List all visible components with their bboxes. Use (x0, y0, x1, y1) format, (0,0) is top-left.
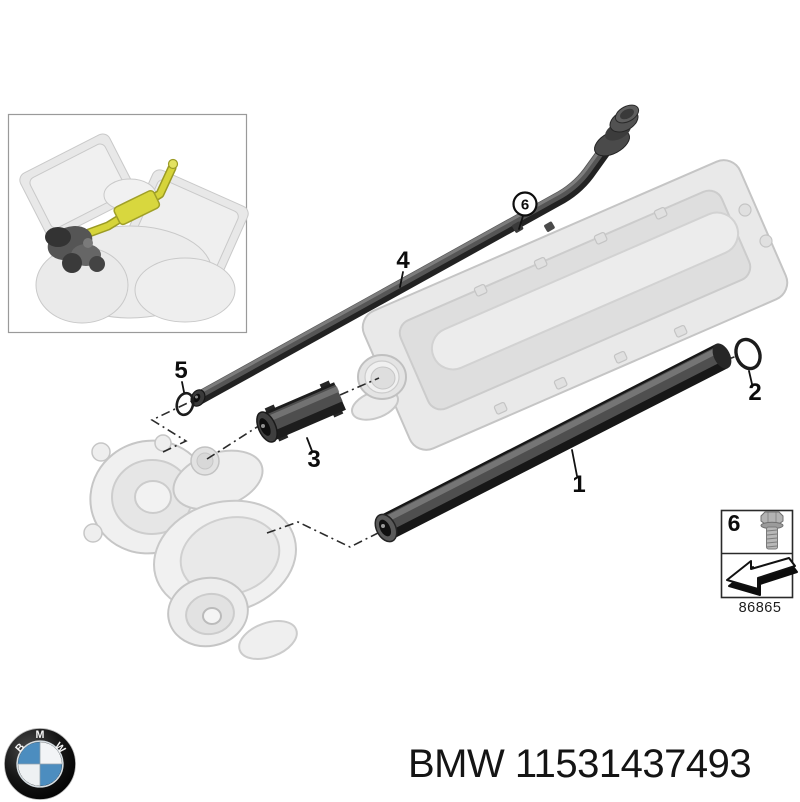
callout-5: 5 (174, 357, 188, 393)
callout-2-label: 2 (748, 379, 761, 406)
part-1-coolant-pipe (374, 343, 732, 543)
footer: B M W BMW 11531437493 (0, 724, 800, 800)
pipe-mounting-tab (544, 221, 555, 232)
callout-3-label: 3 (307, 446, 320, 473)
inset-water-pump (45, 226, 105, 273)
callout-4: 4 (396, 247, 410, 288)
legend-item-number: 6 (728, 510, 741, 536)
legend-box: 6 86865 (720, 509, 798, 616)
roundel-quadrant-blue (40, 764, 62, 786)
pan-inlet-port (351, 354, 407, 421)
engine-inset-thumbnail (7, 113, 249, 334)
callout-3: 3 (306, 437, 321, 473)
water-pump-ghost (83, 434, 298, 660)
callout-1-label: 1 (572, 471, 585, 498)
part-3-connector-sleeve (256, 380, 346, 443)
roundel-quadrant-white (18, 764, 40, 786)
bolt-icon (760, 511, 784, 550)
legend-diagram-code: 86865 (739, 600, 782, 616)
callout-5-label: 5 (174, 357, 187, 384)
valley-pan-ghost (351, 159, 789, 451)
part-number-title: BMW 11531437493 (408, 742, 752, 786)
bmw-logo: B M W (4, 728, 76, 800)
callouts: 1 2 3 4 5 6 (174, 191, 762, 498)
roundel-quadrant-white (40, 742, 62, 764)
pipe-connector-fitting (594, 104, 640, 157)
exploded-parts-diagram: 1 2 3 4 5 6 6 (7, 104, 798, 660)
part-5-o-ring (175, 391, 195, 417)
callout-6-label: 6 (521, 197, 529, 214)
roundel-quadrant-blue (18, 742, 40, 764)
callout-6-circled: 6 (512, 191, 538, 230)
callout-4-label: 4 (396, 247, 410, 274)
part-2-o-ring (734, 337, 762, 371)
direction-arrow-icon (726, 557, 798, 596)
highlighted-part (73, 158, 179, 242)
callout-1: 1 (571, 449, 586, 498)
logo-letter-m: M (36, 729, 45, 741)
callout-2: 2 (748, 370, 762, 406)
part-4-coolant-pipe (190, 104, 640, 407)
engine-ghost (19, 133, 249, 324)
